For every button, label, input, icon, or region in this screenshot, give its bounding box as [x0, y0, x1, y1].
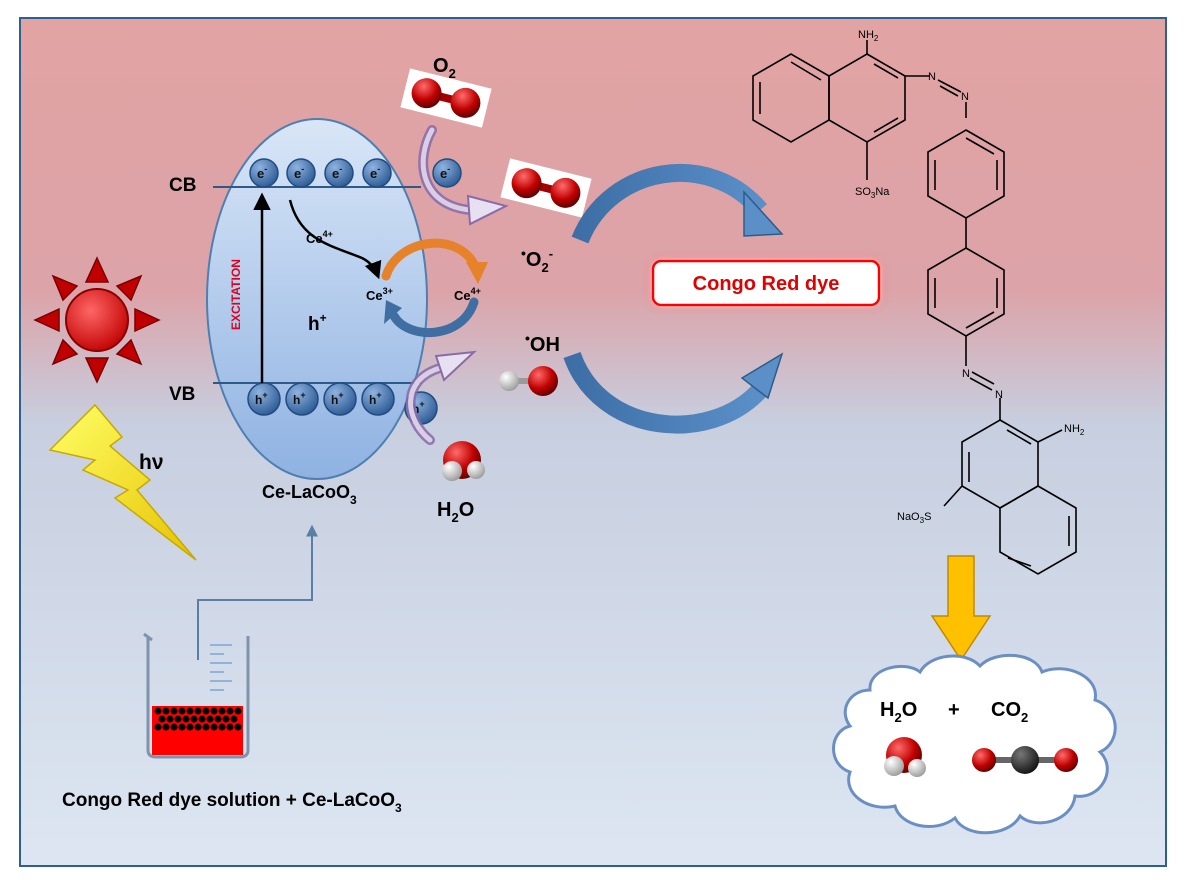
- svg-text:e-: e-: [257, 164, 267, 181]
- oxidation-arrowhead: [466, 262, 488, 284]
- product-water-label: H2O: [880, 699, 917, 725]
- congo-red-dye-box: [651, 259, 881, 307]
- hydroxyl-label: •OH: [525, 330, 560, 356]
- azo-n2-label: N: [961, 91, 969, 103]
- oxidation-arrow: [381, 238, 481, 281]
- reduction-arrowhead: [384, 300, 402, 324]
- electron-transfer-arrow: [288, 199, 382, 280]
- catalyst-label: Ce-LaCoO3: [262, 482, 357, 507]
- solution-label: Congo Red dye solution + Ce-LaCoO3: [62, 790, 402, 815]
- electron-free: e-: [432, 158, 462, 188]
- hole-4: h+: [361, 382, 395, 416]
- azo-n4-label: N: [995, 389, 1003, 401]
- hole-center-label: h+: [308, 311, 327, 335]
- product-co2-molecule-icon: [972, 746, 1078, 774]
- nh2-top-label: NH2: [858, 29, 879, 43]
- hole-2: h+: [285, 382, 319, 416]
- ce4-outside-label: Ce4+: [454, 286, 481, 303]
- plus-label: +: [948, 699, 960, 721]
- ce3-label: Ce3+: [366, 286, 393, 303]
- azo-n1-label: N: [928, 71, 936, 83]
- electron-3: e-: [324, 158, 354, 188]
- product-co2-label: CO2: [991, 699, 1028, 725]
- water-oxidation-arrowhead: [434, 350, 477, 382]
- hv-label: hν: [139, 451, 164, 474]
- water-molecule-icon: [442, 441, 485, 481]
- excitation-label: EXCITATION: [229, 259, 243, 330]
- structure-atom-labels: NH2 N N SO3Na N N NH2 NaO3S: [855, 29, 1085, 525]
- electron-4: e-: [362, 158, 392, 188]
- hydroxyl-molecule-icon: [499, 366, 558, 396]
- o2-reduction-arrowhead: [466, 194, 509, 226]
- electron-1: e-: [249, 158, 279, 188]
- congo-red-structure: [752, 40, 1077, 575]
- superoxide-attack-arrow: [571, 163, 767, 244]
- hydroxyl-attack-arrow: [563, 351, 767, 434]
- hole-1: h+: [247, 382, 281, 416]
- lightning-icon: [48, 403, 197, 561]
- congo-red-label: Congo Red dye: [693, 273, 840, 295]
- nh2-bottom-label: NH2: [1064, 423, 1085, 437]
- svg-text:e-: e-: [294, 164, 304, 181]
- azo-n3-label: N: [962, 368, 970, 380]
- o2-reduced-molecule-icon: [500, 158, 592, 218]
- sun-icon: [33, 256, 161, 384]
- svg-text:e-: e-: [332, 164, 342, 181]
- cb-label: CB: [169, 175, 196, 196]
- product-water-molecule-icon: [884, 737, 926, 777]
- svg-text:e-: e-: [370, 164, 380, 181]
- ce4-inside-label: Ce4+: [306, 229, 333, 246]
- reduction-arrow: [389, 297, 479, 337]
- products-cloud: [832, 653, 1117, 835]
- svg-text:e-: e-: [440, 164, 450, 181]
- electron-row: e- e- e- e- e-: [249, 158, 462, 188]
- water-label: H2O: [437, 499, 474, 525]
- vb-label: VB: [169, 384, 195, 405]
- beaker-connector-arrow: [197, 524, 318, 660]
- o2-label: O2: [433, 55, 456, 81]
- hole-3: h+: [323, 382, 357, 416]
- degradation-arrow: [930, 555, 992, 662]
- so3na-top-label: SO3Na: [855, 186, 890, 200]
- beaker-icon: [143, 632, 250, 759]
- superoxide-label: •O2-: [521, 245, 553, 275]
- electron-2: e-: [286, 158, 316, 188]
- o2-molecule-icon: [400, 68, 492, 128]
- nao3s-bottom-label: NaO3S: [897, 511, 931, 525]
